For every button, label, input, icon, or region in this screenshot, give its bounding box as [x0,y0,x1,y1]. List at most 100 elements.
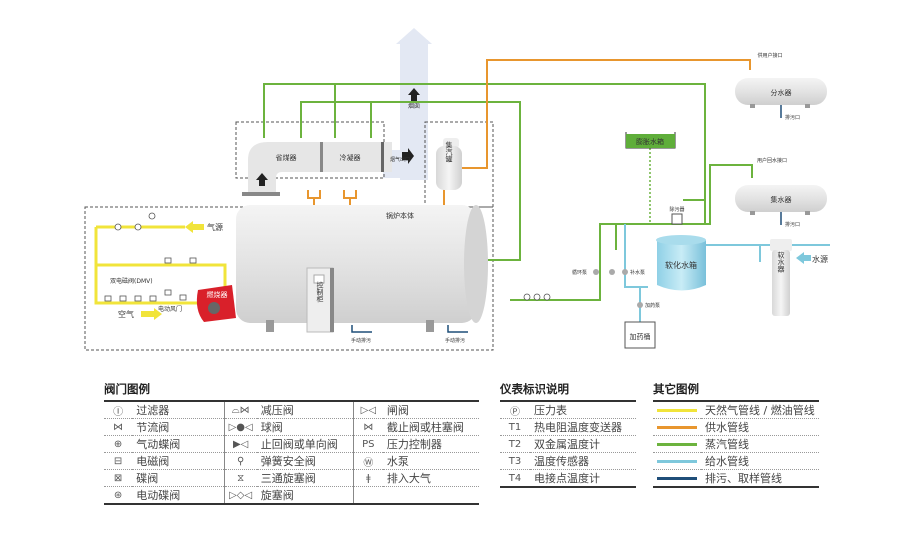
spring-safety-valve-icon: ⚲ [224,452,257,470]
dosing-tank-label: 加药桶 [630,332,651,341]
valve-legend-label: 气动蝶阀 [132,435,225,453]
instrument-legend-title: 仪表标识说明 [500,382,569,396]
supply-lines [307,59,751,206]
line-legend: 其它图例 天然气管线 / 燃油管线供水管线蒸汽管线给水管线排污、取样管线 [653,381,819,488]
instrument-legend-label: 温度传感器 [530,452,636,470]
distributor-label: 分水器 [771,88,792,97]
valve-legend-label: 电动碟阀 [132,486,225,504]
line-legend-row: 排污、取样管线 [653,470,819,488]
expansion-tank: 膨胀水箱 [625,132,676,149]
valve-legend-label: 弹簧安全阀 [256,452,354,470]
distributor-drain-label: 排污口 [785,114,800,121]
water-softener: 软水器 [770,239,792,316]
water-source-label: 水源 [812,254,828,264]
dosing-tank [624,321,656,349]
collector-label: 集水器 [771,195,792,204]
pneumatic-butterfly-valve-icon: ⊕ [104,435,133,453]
valve-legend-label: 减压阀 [256,401,354,419]
instrument-legend-label: 热电阻温度变送器 [530,418,636,436]
dirt-separator [671,213,683,225]
line-legend-row: 供水管线 [653,418,819,436]
burner: 燃烧器 [196,285,236,322]
water-source-arrow-icon [796,252,811,264]
line-swatch-icon [657,460,697,463]
instrument-legend-label: 压力表 [530,401,636,419]
plug-valve-icon: ▷◇◁ [229,489,253,501]
steam-line-gauges [523,293,551,301]
butterfly-valve-icon: ⊠ [104,469,133,487]
boiler-package-outline [84,206,494,351]
valve-legend-label: 排入大气 [382,469,479,487]
throttle-valve-icon: ⋈ [104,418,133,436]
flue-outlet-label: 烟气出口 [390,156,410,163]
valve-legend-label: 过滤器 [132,401,225,419]
t4-icon: T4 [508,472,522,484]
empty-icon [353,487,383,505]
valve-legend-label: 水泵 [382,452,479,470]
valve-legend-label: 节流阀 [132,418,225,436]
dirt-separator-label: 除污器 [669,206,684,213]
pressure-gauge-icon: Ⓟ [500,401,530,419]
valve-legend-label: 截止阀或柱塞阀 [382,418,479,436]
air-label: 空气 [118,309,134,319]
collector: 集水器 用户回水接口 排污口 [735,157,827,228]
makeup-pump-label: 补水泵 [630,269,645,276]
valve-legend-label: 三通旋塞阀 [256,469,354,487]
filter-icon: Ⓘ [104,401,133,419]
chimney-arrow-icon [408,88,420,101]
economizer-label: 省煤器 [276,153,297,162]
globe-valve-icon: ⋈ [353,418,383,436]
chimney-label: 烟囱 [408,102,420,110]
vent-icon: ǂ [353,469,383,487]
softened-tank-label: 软化水箱 [665,260,697,270]
line-legend-label: 天然气管线 / 燃油管线 [701,401,819,419]
t1-icon: T1 [500,418,530,436]
three-way-plug-valve-icon: ⧖ [224,469,257,487]
valve-legend-row: ⋈节流阀▷●◁球阀⋈截止阀或柱塞阀 [104,418,479,436]
line-swatch-icon [657,426,697,429]
user-supply-label: 供用户接口 [757,52,782,59]
burner-label: 燃烧器 [207,290,228,299]
line-legend-label: 供水管线 [701,418,819,436]
valve-legend-label: 电磁阀 [132,452,225,470]
pressure-controller-icon: PS [353,435,383,453]
line-swatch-icon [657,409,697,412]
t2-icon: T2 [500,435,530,453]
line-swatch-icon [657,477,697,480]
water-pump-icon: Ⓦ [353,452,383,470]
dosing-pump-label: 加药泵 [645,302,660,309]
line-legend-label: 排污、取样管线 [705,472,782,485]
check-valve-icon: ▶◁ [224,435,257,453]
valve-legend-label: 止回阀或单向阀 [256,435,354,453]
heat-recovery-duct: 省煤器 冷凝器 烟气出口 [242,142,414,196]
t3-icon: T3 [500,452,530,470]
manual-drain-label-2: 手动排污 [445,337,465,344]
line-legend-title: 其它图例 [653,382,699,396]
flue-up-arrow-icon [256,173,268,186]
valve-legend-label: 闸阀 [382,401,479,419]
boiler-body: 锅炉本体 [236,205,488,332]
valve-legend-label: 压力控制器 [382,435,479,453]
gas-train-valves [104,212,197,302]
instrument-legend-label: 电接点温度计 [534,472,600,485]
line-legend-table: 天然气管线 / 燃油管线供水管线蒸汽管线给水管线排污、取样管线 [653,400,819,488]
gate-valve-icon: ▷◁ [353,401,383,419]
line-swatch-icon [657,443,697,446]
steam-drum: 集汽罐 [436,138,462,190]
valve-legend-label: 球阀 [256,418,354,436]
valve-legend-label: 碟阀 [132,469,225,487]
instrument-legend-row: T4 电接点温度计 [500,470,636,488]
ball-valve-icon: ▷●◁ [224,418,257,436]
line-legend-row: 给水管线 [653,452,819,470]
distributor: 分水器 供用户接口 排污口 [735,52,827,121]
valve-legend-title: 阀门图例 [104,382,150,396]
